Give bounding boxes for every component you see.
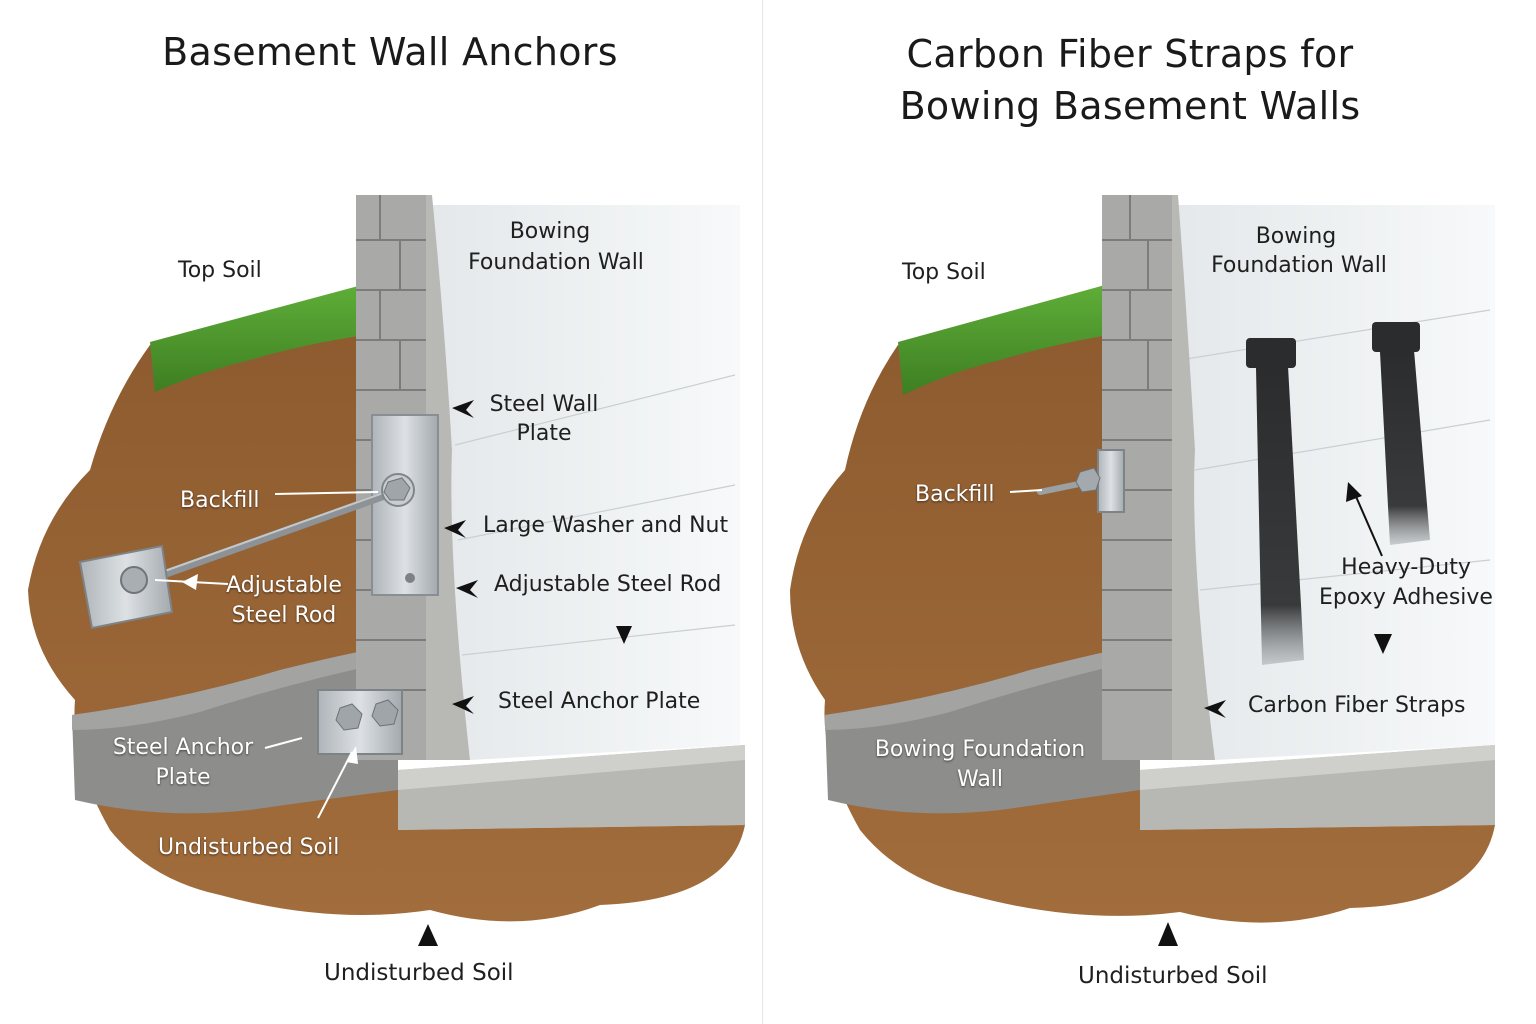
right-label-bowing-wall-line2: Foundation Wall: [1211, 253, 1387, 278]
left-label-steel-wall-plate-line1: Steel Wall: [489, 392, 599, 417]
left-grass: [150, 285, 365, 392]
left-label-bowing-wall-line2: Foundation Wall: [468, 250, 644, 275]
left-label-top-soil: Top Soil: [178, 258, 262, 283]
right-label-top-soil: Top Soil: [902, 260, 986, 285]
left-label-undisturbed-soil-bottom: Undisturbed Soil: [324, 960, 514, 986]
left-gravel-layer: [72, 645, 398, 814]
right-gravel-layer: [825, 645, 1140, 814]
right-label-epoxy-line1: Heavy-Duty: [1341, 555, 1471, 580]
right-grass: [898, 285, 1108, 395]
left-label-steel-wall-plate-line2: Plate: [516, 421, 572, 446]
right-label-undisturbed-soil-bottom: Undisturbed Soil: [1078, 963, 1268, 989]
right-label-bowing-foundation-wall-line2: Wall: [956, 767, 1004, 792]
right-diagram: [790, 195, 1495, 946]
left-bowing-wall-surface: [430, 205, 740, 760]
left-label-large-washer-nut: Large Washer and Nut: [483, 513, 729, 538]
right-panel-title-line1: Carbon Fiber Straps for: [906, 32, 1354, 76]
left-label-adjustable-steel-rod: Adjustable Steel Rod: [494, 572, 722, 597]
right-label-backfill: Backfill: [915, 482, 995, 507]
left-label-adjustable-rod-line1: Adjustable: [226, 573, 342, 598]
left-label-steel-anchor-plate-right: Steel Anchor Plate: [498, 689, 701, 714]
carbon-fiber-strap-1: [1246, 338, 1304, 665]
right-label-bowing-wall-line1: Bowing: [1255, 224, 1337, 249]
left-label-backfill: Backfill: [180, 488, 260, 513]
carbon-fiber-strap-2: [1372, 322, 1430, 545]
right-label-epoxy-line2: Epoxy Adhesive: [1319, 585, 1493, 610]
left-label-steel-anchor-plate-line1: Steel Anchor: [112, 735, 254, 760]
left-panel-title: Basement Wall Anchors: [162, 30, 618, 74]
left-adjustable-steel-rod: [144, 486, 404, 584]
right-label-carbon-fiber-straps: Carbon Fiber Straps: [1248, 693, 1466, 718]
right-bowing-wall-surface: [1170, 205, 1495, 760]
right-label-bowing-foundation-wall-line1: Bowing Foundation: [874, 737, 1086, 762]
left-diagram: [28, 195, 745, 946]
panel-divider: [762, 0, 763, 1024]
left-label-bowing-wall-line1: Bowing: [509, 219, 591, 244]
left-label-steel-anchor-plate-line2: Plate: [155, 765, 211, 790]
left-label-adjustable-rod-line2: Steel Rod: [231, 603, 337, 628]
right-panel-title-line2: Bowing Basement Walls: [899, 84, 1361, 128]
left-label-undisturbed-soil-inner: Undisturbed Soil: [158, 835, 340, 860]
